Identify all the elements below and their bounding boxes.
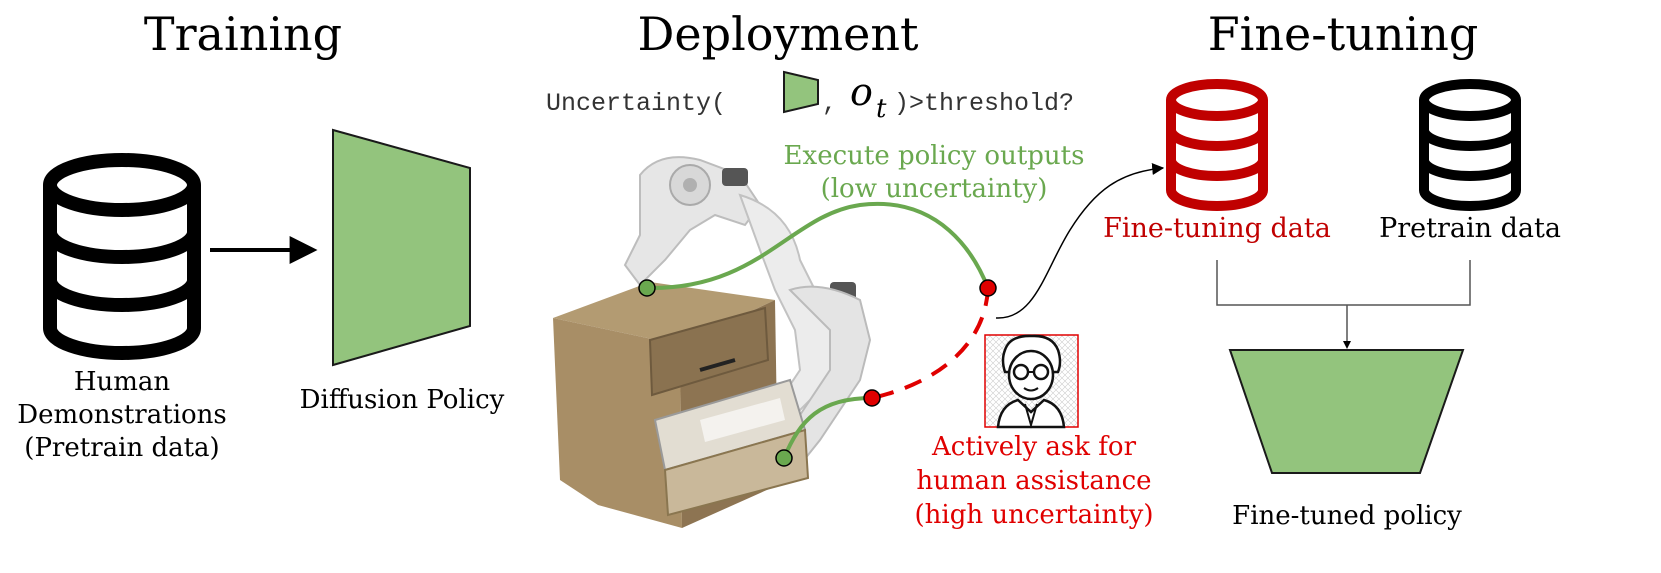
formula-observation: o xyxy=(850,70,873,114)
end-point-marker xyxy=(775,449,793,467)
formula-prefix: Uncertainty( xyxy=(546,89,726,118)
diffusion-policy-label: Diffusion Policy xyxy=(300,385,505,415)
formula-comma: , xyxy=(822,89,837,118)
low-uncertainty-label-line2: (low uncertainty) xyxy=(821,174,1048,204)
training-data-label-line1: Human xyxy=(74,367,171,397)
high-uncertainty-path xyxy=(871,287,990,400)
finetune-database-icon xyxy=(1166,79,1268,211)
low-uncertainty-label-line1: Execute policy outputs xyxy=(784,141,1085,171)
resume-point-marker xyxy=(863,389,881,407)
collect-data-arrow xyxy=(995,163,1165,319)
pretrain-data-label: Pretrain data xyxy=(1379,213,1561,244)
finetuning-title: Fine-tuning xyxy=(1208,7,1479,61)
low-uncertainty-path xyxy=(646,201,990,291)
training-title: Training xyxy=(144,7,342,61)
finetuned-policy-label: Fine-tuned policy xyxy=(1232,501,1462,531)
merge-connector xyxy=(1216,260,1471,343)
pretrain-database-icon xyxy=(1419,79,1521,211)
formula-policy-icon xyxy=(783,70,819,114)
training-data-label-line2: Demonstrations xyxy=(17,400,227,430)
uncertainty-point-marker xyxy=(979,279,997,297)
assisted-path xyxy=(782,396,873,459)
start-point-marker xyxy=(638,279,656,297)
high-uncertainty-label-line1: Actively ask for xyxy=(931,432,1137,462)
trapezoid-policy-icon xyxy=(332,128,471,367)
human-assistant-icon xyxy=(984,334,1079,429)
formula-subscript: t xyxy=(876,94,887,124)
merge-arrowhead xyxy=(1343,341,1351,349)
database-icon xyxy=(43,153,201,360)
deployment-title: Deployment xyxy=(638,7,919,61)
training-data-label-line3: (Pretrain data) xyxy=(24,433,219,463)
finetuned-policy-icon xyxy=(1228,349,1465,474)
high-uncertainty-label-line3: (high uncertainty) xyxy=(914,500,1153,530)
finetune-data-label: Fine-tuning data xyxy=(1103,213,1331,244)
high-uncertainty-label-line2: human assistance xyxy=(916,466,1151,496)
robot-scene-image xyxy=(553,156,872,528)
formula-suffix: )>threshold? xyxy=(894,89,1074,118)
